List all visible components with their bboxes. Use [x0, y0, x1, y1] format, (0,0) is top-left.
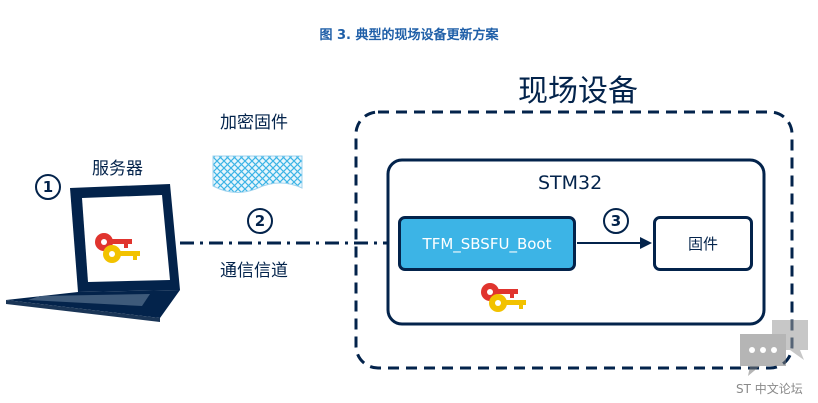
- step-3-number: 3: [610, 212, 622, 230]
- firmware-label: 固件: [687, 235, 718, 253]
- step-3-marker: 3: [603, 208, 629, 234]
- figure-number: 图 3.: [319, 28, 351, 43]
- step-2-marker: 2: [247, 208, 273, 234]
- watermark-text: ST 中文论坛: [736, 382, 803, 396]
- bootloader-key-pair-icon: [481, 283, 526, 312]
- figure-caption: 图 3. 典型的现场设备更新方案: [0, 24, 818, 43]
- field-device-boundary: [354, 110, 794, 370]
- firmware-box: 固件: [653, 216, 753, 271]
- laptop-icon: [6, 184, 180, 322]
- stm32-box: [386, 158, 766, 326]
- figure-title: 典型的现场设备更新方案: [355, 28, 499, 43]
- channel-label: 通信信道: [220, 261, 288, 281]
- bootloader-label: TFM_SBSFU_Boot: [422, 234, 552, 253]
- step-1-marker: 1: [35, 174, 61, 200]
- server-label: 服务器: [92, 159, 143, 179]
- bootloader-box: TFM_SBSFU_Boot: [398, 216, 576, 271]
- key-pair-icon: [95, 233, 140, 263]
- stm32-title: STM32: [538, 172, 603, 194]
- update-arrow-head: [640, 237, 652, 249]
- step-1-number: 1: [42, 178, 54, 196]
- encrypted-firmware-label: 加密固件: [220, 113, 288, 133]
- chat-bubble-icon: [740, 320, 808, 376]
- encrypted-document-icon: [212, 155, 303, 193]
- field-device-title: 现场设备: [518, 74, 638, 109]
- step-2-number: 2: [254, 212, 266, 230]
